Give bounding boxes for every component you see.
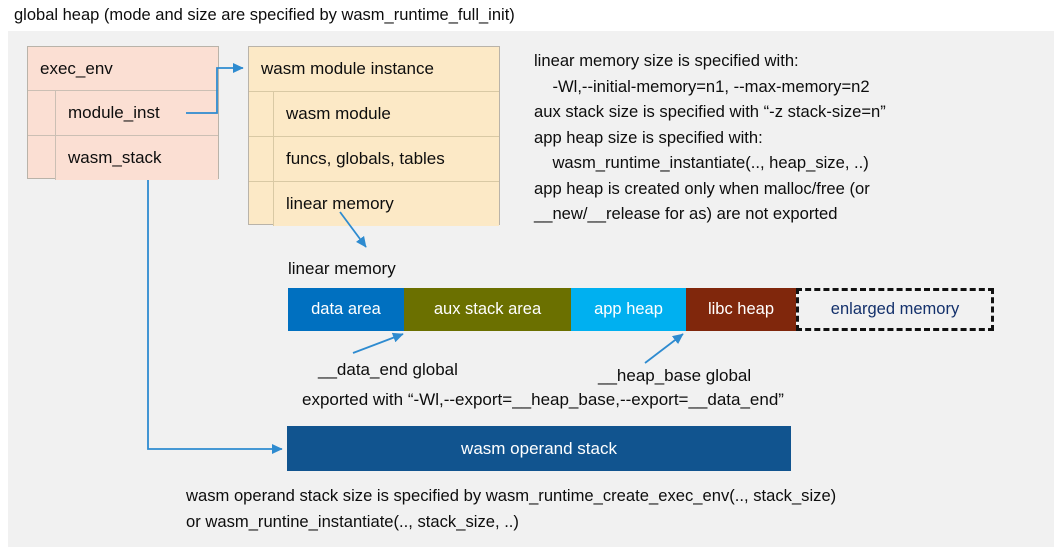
exec-env-indent-1 [28,136,56,180]
operand-stack-note: wasm operand stack size is specified by … [186,486,837,531]
module-instance-indent-2 [249,182,274,226]
exec-env-field-wasm-stack: wasm_stack [68,148,162,167]
exec-env-title: exec_env [40,58,113,78]
module-instance-field-row-0: wasm module [249,91,499,136]
wasm-module-instance-box: wasm module instance wasm module funcs, … [248,46,500,226]
annotation-heap-base: __heap_base global [598,366,752,385]
memory-segment-label-app-heap: app heap [594,300,663,318]
module-instance-field-row-1: funcs, globals, tables [249,136,499,181]
wasm-operand-stack-label: wasm operand stack [461,438,617,458]
exec-env-field-row-1: wasm_stack [28,135,218,180]
module-instance-indent-1 [249,137,274,181]
page-title: global heap (mode and size are specified… [14,6,515,24]
module-instance-field-cell-0: wasm module [274,92,499,136]
memory-segment-aux-stack-area: aux stack area [404,288,571,331]
module-instance-indent-0 [249,92,274,136]
linear-memory-label: linear memory [288,259,396,278]
wasm-operand-stack-box: wasm operand stack [287,426,791,471]
exec-env-box: exec_env module_inst wasm_stack [27,46,219,180]
memory-segment-label-aux-stack-area: aux stack area [433,300,542,318]
exec-env-field-cell-1: wasm_stack [56,136,218,180]
exec-env-title-cell: exec_env [28,47,218,90]
memory-segment-label-data-area: data area [311,300,381,318]
module-instance-field-cell-2: linear memory [274,182,499,226]
module-instance-title: wasm module instance [261,59,434,78]
annotation-exported-with: exported with “-Wl,--export=__heap_base,… [302,390,784,409]
linear-memory-bar: data area aux stack area app heap libc h… [288,288,994,331]
memory-segment-label-libc-heap: libc heap [707,300,775,318]
module-instance-field-row-2: linear memory [249,181,499,226]
module-instance-field-cell-1: funcs, globals, tables [274,137,499,181]
exec-env-field-row-0: module_inst [28,90,218,135]
module-instance-field-linear-memory: linear memory [286,194,394,213]
module-instance-title-cell: wasm module instance [249,47,499,91]
exec-env-field-cell-0: module_inst [56,91,218,135]
module-instance-field-funcs-globals-tables: funcs, globals, tables [286,149,445,168]
exec-env-title-row: exec_env [28,47,218,90]
memory-segment-app-heap: app heap [571,288,686,331]
module-instance-title-row: wasm module instance [249,47,499,91]
annotation-data-end: __data_end global [318,360,458,379]
memory-config-note: linear memory size is specified with: -W… [534,51,886,223]
memory-segment-enlarged-memory: enlarged memory [796,288,994,331]
exec-env-indent-0 [28,91,56,135]
memory-segment-label-enlarged-memory: enlarged memory [830,300,960,318]
memory-segment-libc-heap: libc heap [686,288,796,331]
module-instance-field-wasm-module: wasm module [286,104,391,123]
exec-env-field-module-inst: module_inst [68,103,160,122]
memory-segment-data-area: data area [288,288,404,331]
